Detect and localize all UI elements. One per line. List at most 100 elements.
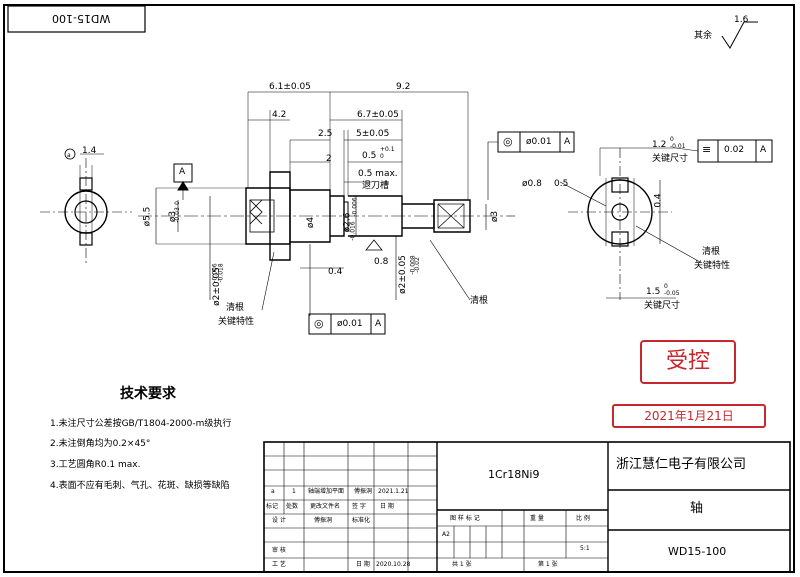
dim-0-8: 0.8 xyxy=(374,257,389,267)
tech-req-item-2: 2.未注倒角均为0.2×45° xyxy=(50,439,151,449)
right-end-view xyxy=(559,147,701,300)
rev-header-file: 更改文件名 xyxy=(310,503,341,510)
sheet-number: 第 1 张 xyxy=(538,561,558,568)
scale-header: 比 例 xyxy=(576,515,590,522)
stamp-date: 2021年1月21日 xyxy=(612,404,766,428)
gdt-top-value: ø0.01 xyxy=(526,137,552,147)
tech-req-item-4: 4.表面不应有毛刺、气孔、花斑、缺损等缺陷 xyxy=(50,481,230,491)
dim-6-1: 6.1±0.05 xyxy=(269,82,311,92)
gdt-right-symbol: ≡ xyxy=(702,143,712,156)
note-key-feature-right: 关键特性 xyxy=(694,261,731,271)
designer-name: 傅振洞 xyxy=(314,517,333,524)
dim-1-2: 1.2 xyxy=(652,140,667,150)
tol-d3-upper: 0 xyxy=(173,201,181,205)
weight-header: 重 量 xyxy=(530,515,544,522)
tol-0-5-lower: 0 xyxy=(380,153,384,160)
rev-header-count: 处数 xyxy=(286,503,299,510)
tol-1-2-lower: -0.01 xyxy=(670,143,686,150)
note-clear-root-right: 清根 xyxy=(702,247,721,257)
rev-content: 轴端增加平面 xyxy=(308,488,345,495)
dim-6-7: 6.7±0.05 xyxy=(357,110,399,120)
gdt-bottom-ref: A xyxy=(375,319,382,329)
gdt-right-value: 0.02 xyxy=(724,145,745,155)
tol-d3-lower: -0.03 xyxy=(173,207,181,223)
part-name: 轴 xyxy=(690,501,704,516)
dim-1-5: 1.5 xyxy=(646,287,661,297)
dim-0-5-max: 0.5 max. xyxy=(358,169,398,179)
rev-signer: 傅振洞 xyxy=(354,488,373,495)
datum-a-label: A xyxy=(179,167,186,177)
rev-header-sign: 签 字 xyxy=(352,503,366,510)
dim-0-4: 0.4 xyxy=(328,267,343,277)
dim-0-5-tol: 0.5 xyxy=(362,151,377,161)
dim-0-4-right: 0.4 xyxy=(653,193,664,208)
material: 1Cr18Ni9 xyxy=(488,468,540,481)
gdt-top-ref: A xyxy=(564,137,571,147)
gdt-top-symbol: ◎ xyxy=(503,135,513,148)
tol-d26-upper: -0.006 xyxy=(351,197,359,217)
dim-r-1-4: 1.4 xyxy=(82,146,97,156)
roughness-rest-value: 1.6 xyxy=(734,15,749,25)
drawing-number: WD15-100 xyxy=(668,545,727,558)
rev-date: 2021.1.21 xyxy=(378,488,409,495)
gdt-bottom-symbol: ◎ xyxy=(314,317,324,330)
gdt-frame-top xyxy=(497,131,575,153)
main-view xyxy=(138,91,515,316)
rev-header-mark: 标记 xyxy=(266,503,279,510)
standardization-label: 标准化 xyxy=(352,517,371,524)
review-label: 审 核 xyxy=(272,547,286,554)
stage-header: 图 样 标 记 xyxy=(450,515,480,522)
tol-1-5-upper: 0 xyxy=(664,283,668,290)
dim-9-2: 9.2 xyxy=(396,82,411,92)
note-key-size-top: 关键尺寸 xyxy=(652,154,689,164)
depth-0-5: 0.5 xyxy=(554,179,569,189)
dia-2-right: ø2±0.05 xyxy=(397,255,408,294)
date-label: 日 期 xyxy=(356,561,370,568)
scale-value: 5:1 xyxy=(580,545,590,552)
tol-d26-lower: -0.016 xyxy=(349,221,357,241)
gdt-bottom-value: ø0.01 xyxy=(337,319,363,329)
dia-5-5: ø5.5 xyxy=(142,206,153,227)
roughness-symbol xyxy=(721,21,758,49)
dim-2: 2 xyxy=(326,154,332,164)
design-label: 设 计 xyxy=(272,517,286,524)
process-label: 工 艺 xyxy=(272,561,286,568)
gdt-frame-bottom xyxy=(308,313,386,335)
dim-5: 5±0.05 xyxy=(356,129,390,139)
corner-code: WD15-100 xyxy=(52,12,111,25)
dim-4-2: 4.2 xyxy=(272,110,287,120)
note-clear-root-mid: 清根 xyxy=(470,296,489,306)
sheets-total: 共 1 张 xyxy=(452,561,472,568)
datum-circle-a: a xyxy=(67,152,71,159)
left-end-view xyxy=(40,148,132,266)
tol-d2r-lower: -0.02 xyxy=(413,257,421,273)
rev-mark: a xyxy=(271,488,275,495)
corner-code-box xyxy=(7,5,146,33)
title-block-lines xyxy=(263,441,791,573)
note-key-size-bottom: 关键尺寸 xyxy=(644,301,681,311)
note-clear-root-left: 清根 xyxy=(226,303,245,313)
controlled-stamp: 受控 xyxy=(640,340,736,384)
rev-header-date: 日 期 xyxy=(380,503,394,510)
tech-req-item-1: 1.未注尺寸公差按GB/T1804-2000-m级执行 xyxy=(50,419,232,429)
note-key-feature-left: 关键特性 xyxy=(218,317,255,327)
dia-0-8: ø0.8 xyxy=(522,179,542,189)
tol-d2-lower: -0.018 xyxy=(217,263,225,283)
undercut-label: 退刀槽 xyxy=(362,181,390,191)
gdt-right-ref: A xyxy=(760,145,767,155)
stage-value: A2 xyxy=(442,531,450,538)
date-value: 2020.10.28 xyxy=(376,561,411,568)
tol-1-5-lower: -0.05 xyxy=(664,290,680,297)
tol-1-2-upper: 0 xyxy=(670,136,674,143)
company-name: 浙江慧仁电子有限公司 xyxy=(616,457,747,472)
tech-req-item-3: 3.工艺圆角R0.1 max. xyxy=(50,460,141,470)
tol-0-5-upper: +0.1 xyxy=(380,146,395,153)
dia-4: ø4 xyxy=(306,216,317,229)
rev-count: 1 xyxy=(292,488,296,495)
tech-req-title: 技术要求 xyxy=(120,386,176,402)
dia-3-right: ø3 xyxy=(490,210,501,223)
roughness-rest-label: 其余 xyxy=(694,31,713,41)
dim-2-5: 2.5 xyxy=(318,129,333,139)
